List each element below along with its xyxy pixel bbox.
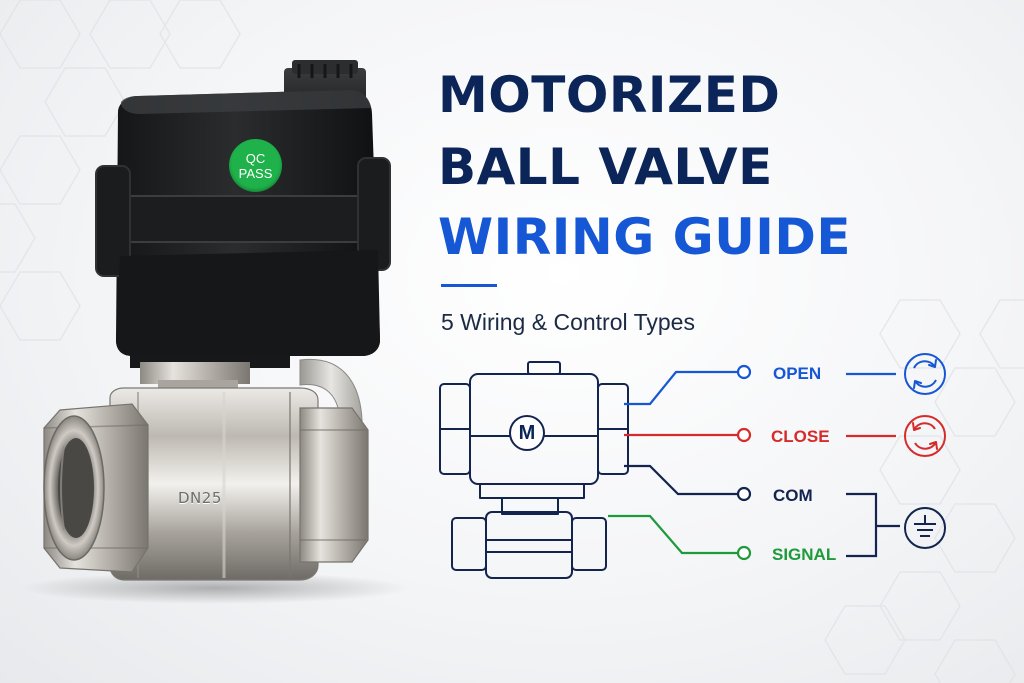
signal-wire bbox=[608, 514, 752, 561]
subtitle: 5 Wiring & Control Types bbox=[441, 309, 695, 335]
close-wire bbox=[624, 427, 896, 443]
com-wire bbox=[624, 464, 752, 502]
terminal-label-open: OPEN bbox=[773, 364, 822, 383]
title-underline bbox=[441, 284, 497, 287]
motor-symbol bbox=[509, 415, 545, 451]
terminal-label-signal: SIGNAL bbox=[772, 545, 837, 564]
open-wire bbox=[624, 364, 896, 406]
rotate-clockwise-icon bbox=[904, 415, 946, 457]
valve-size-mark: DN25 bbox=[178, 489, 222, 507]
ground-icon bbox=[904, 507, 946, 549]
rotate-counterclockwise-icon bbox=[904, 353, 946, 395]
qc-pass-badge: QC PASS bbox=[229, 139, 282, 192]
terminal-label-com: COM bbox=[773, 486, 813, 505]
title-line-1: MOTORIZED bbox=[438, 66, 781, 124]
title-line-2: BALL VALVE bbox=[438, 138, 773, 196]
title-line-3: WIRING GUIDE bbox=[438, 208, 852, 266]
terminal-label-close: CLOSE bbox=[771, 427, 830, 446]
motor-label: M bbox=[518, 422, 536, 444]
ground-bracket bbox=[846, 492, 900, 558]
qc-badge-line2: PASS bbox=[238, 165, 273, 181]
qc-badge-line1: QC bbox=[245, 150, 266, 166]
valve-outline-drawing bbox=[439, 361, 629, 579]
